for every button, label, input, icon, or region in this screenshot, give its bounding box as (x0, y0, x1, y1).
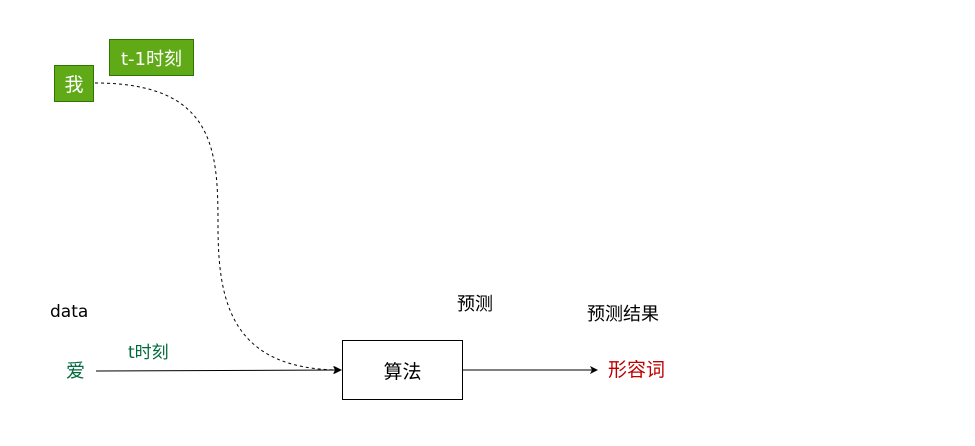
node-t-minus-1: t-1时刻 (109, 39, 194, 76)
label-predict: 预测 (457, 294, 493, 315)
node-wo: 我 (54, 65, 94, 102)
label-predict-result: 预测结果 (587, 304, 659, 325)
node-algorithm: 算法 (342, 340, 463, 400)
node-wo-label: 我 (64, 74, 84, 96)
label-data: data (50, 302, 89, 322)
node-t-minus-1-label: t-1时刻 (120, 48, 182, 70)
node-algorithm-label: 算法 (383, 360, 422, 383)
dashed-context-connector (94, 82, 342, 374)
label-t-time: t时刻 (128, 343, 169, 363)
input-arrow (95, 366, 341, 375)
label-ai: 爱 (66, 360, 86, 382)
label-adjective: 形容词 (608, 359, 666, 381)
